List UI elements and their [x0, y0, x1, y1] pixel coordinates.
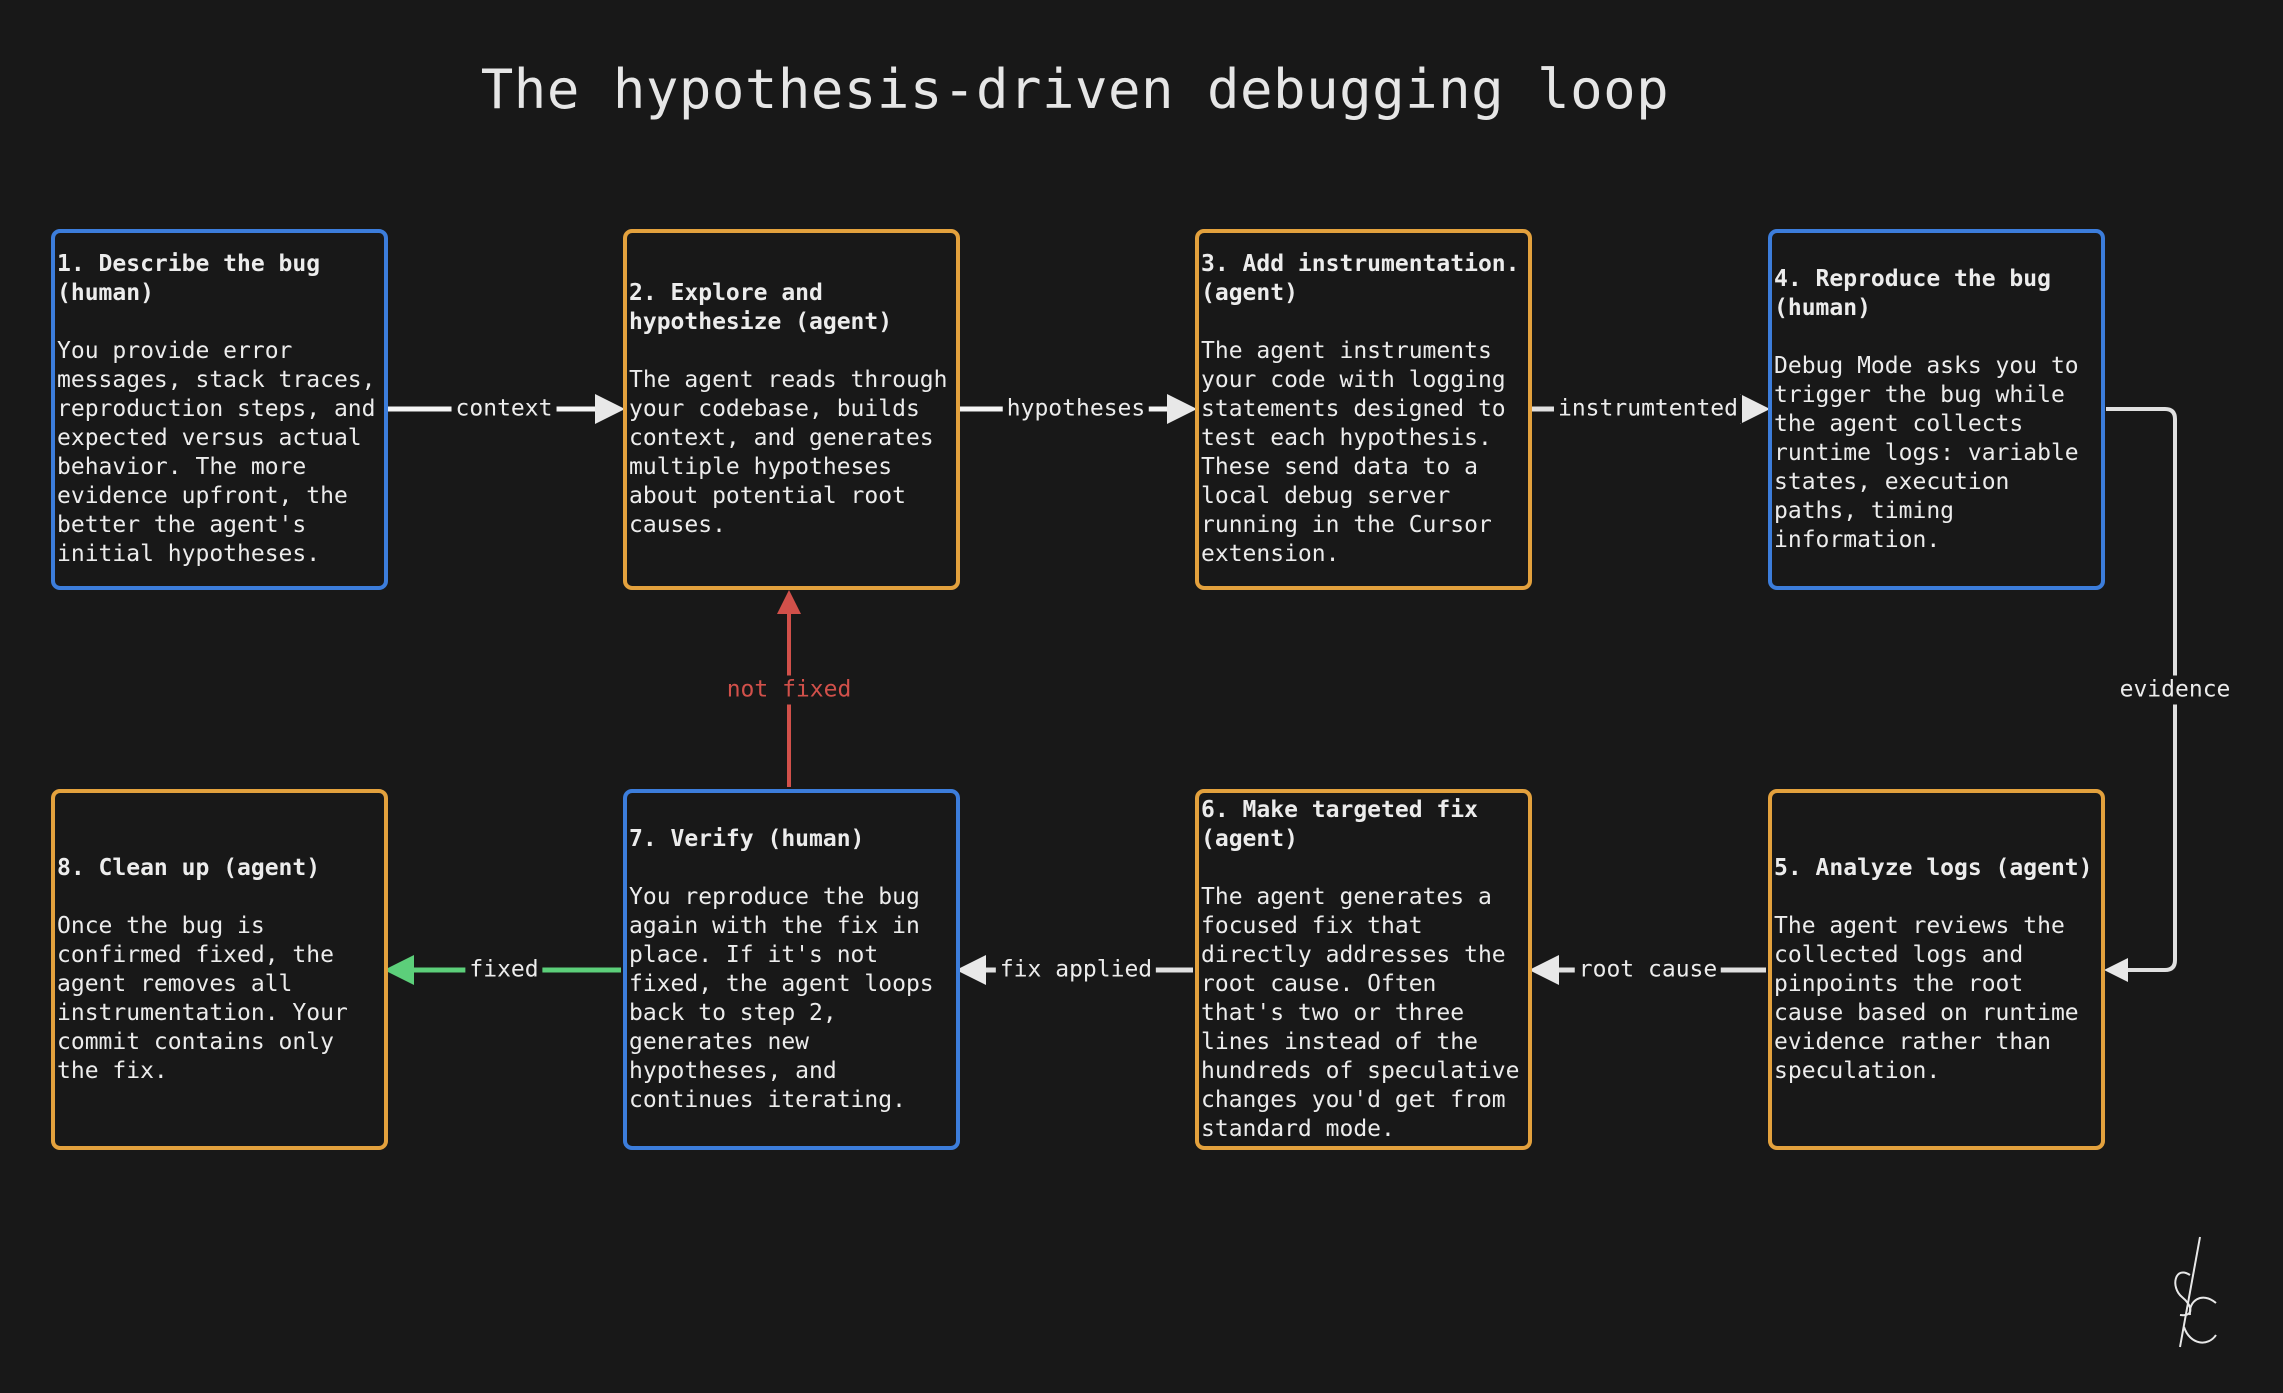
step-body-line: fixed, the agent loops [629, 970, 934, 997]
step-body-line: The agent instruments [1201, 338, 1492, 364]
step-title-line: 5. Analyze logs (agent) [1774, 854, 2093, 881]
step-body-line: states, execution [1774, 468, 2010, 495]
step-body-line: The agent reviews the [1774, 912, 2065, 939]
step-body-line: collected logs and [1774, 941, 2024, 968]
step-body-line: your codebase, builds [629, 396, 920, 422]
step-title-line: (agent) [1201, 280, 1298, 306]
step-body-line: instrumentation. Your [57, 999, 348, 1026]
step-body-line: place. If it's not [629, 941, 879, 968]
step-body-line: confirmed fixed, the [57, 941, 334, 968]
step-body-line: evidence upfront, the [57, 483, 348, 509]
signature-logo-icon [2174, 1236, 2217, 1348]
step-body-line: You reproduce the bug [629, 883, 920, 910]
step-body-line: statements designed to [1201, 396, 1506, 422]
step-body-line: back to step 2, [629, 999, 837, 1026]
step-body-line: The agent reads through [629, 367, 948, 393]
step-body-line: multiple hypotheses [629, 454, 893, 480]
step-body-line: causes. [629, 512, 726, 538]
step-body-line: continues iterating. [629, 1086, 906, 1113]
step-body-line: trigger the bug while [1774, 381, 2065, 408]
edge-label-not-fixed: not fixed [722, 675, 856, 705]
step-title-line: 3. Add instrumentation. [1201, 251, 1520, 277]
edge-label-hypotheses: hypotheses [1002, 394, 1150, 424]
step-body-line: The agent generates a [1201, 883, 1492, 910]
step-title-line: 8. Clean up (agent) [57, 854, 321, 881]
edge-label-root-cause: root cause [1574, 955, 1722, 985]
step-title-line: 2. Explore and [629, 280, 823, 306]
step-body-line: focused fix that [1201, 912, 1423, 939]
step-body-line: Debug Mode asks you to [1774, 352, 2079, 379]
step-5-analyze-logs: 5. Analyze logs (agent) The agent review… [1768, 789, 2105, 1150]
step-title-line: 7. Verify (human) [629, 825, 865, 852]
step-body-line: lines instead of the [1201, 1028, 1478, 1055]
step-title-line: (human) [57, 280, 154, 306]
step-title-line: 1. Describe the bug [57, 251, 321, 277]
step-body-line: information. [1774, 526, 1941, 553]
step-3-add-instrumentation: 3. Add instrumentation. (agent) The agen… [1195, 229, 1532, 590]
step-body-line: You provide error [57, 338, 293, 364]
step-2-explore-hypothesize: 2. Explore and hypothesize (agent) The a… [623, 229, 960, 590]
step-body-line: pinpoints the root [1774, 970, 2024, 997]
step-body-line: initial hypotheses. [57, 541, 321, 567]
edge-label-fix-applied: fix applied [995, 955, 1157, 985]
step-body-line: again with the fix in [629, 912, 920, 939]
step-title-line: 6. Make targeted fix [1201, 796, 1478, 823]
step-4-reproduce-bug: 4. Reproduce the bug (human) Debug Mode … [1768, 229, 2105, 590]
step-body-line: the fix. [57, 1057, 168, 1084]
edge-label-context: context [451, 394, 557, 424]
step-title-line: hypothesize (agent) [629, 309, 893, 335]
step-body-line: extension. [1201, 541, 1340, 567]
step-body-line: expected versus actual [57, 425, 362, 451]
step-body-line: agent removes all [57, 970, 293, 997]
step-body-line: behavior. The more [57, 454, 307, 480]
step-body-line: Once the bug is [57, 912, 265, 939]
step-body-line: hundreds of speculative [1201, 1057, 1520, 1084]
step-title-line: (human) [1774, 294, 1871, 321]
step-8-clean-up: 8. Clean up (agent) Once the bug is conf… [51, 789, 388, 1150]
step-body-line: commit contains only [57, 1028, 334, 1055]
step-body-line: your code with logging [1201, 367, 1506, 393]
step-body-line: These send data to a [1201, 454, 1478, 480]
step-body-line: standard mode. [1201, 1115, 1395, 1142]
step-body-line: paths, timing [1774, 497, 1955, 524]
step-body-line: runtime logs: variable [1774, 439, 2079, 466]
step-body-line: changes you'd get from [1201, 1086, 1506, 1113]
step-body-line: that's two or three [1201, 999, 1465, 1026]
step-7-verify: 7. Verify (human) You reproduce the bug … [623, 789, 960, 1150]
step-body-line: test each hypothesis. [1201, 425, 1492, 451]
step-title-line: 4. Reproduce the bug [1774, 265, 2051, 292]
step-body-line: reproduction steps, and [57, 396, 376, 422]
step-body-line: local debug server [1201, 483, 1451, 509]
step-1-describe-bug: 1. Describe the bug (human) You provide … [51, 229, 388, 590]
step-title-line: (agent) [1201, 825, 1298, 852]
step-6-targeted-fix: 6. Make targeted fix (agent) The agent g… [1195, 789, 1532, 1150]
edge-label-evidence: evidence [2115, 675, 2235, 705]
step-body-line: about potential root [629, 483, 906, 509]
step-body-line: generates new [629, 1028, 810, 1055]
step-body-line: hypotheses, and [629, 1057, 837, 1084]
diagram-title: The hypothesis-driven debugging loop [480, 58, 1670, 121]
step-body-line: speculation. [1774, 1057, 1941, 1084]
step-body-line: directly addresses the [1201, 941, 1506, 968]
step-body-line: evidence rather than [1774, 1028, 2051, 1055]
step-body-line: messages, stack traces, [57, 367, 376, 393]
step-body-line: cause based on runtime [1774, 999, 2079, 1026]
step-body-line: context, and generates [629, 425, 934, 451]
step-body-line: better the agent's [57, 512, 307, 538]
edge-label-fixed: fixed [465, 955, 543, 985]
step-body-line: root cause. Often [1201, 970, 1437, 997]
step-body-line: the agent collects [1774, 410, 2024, 437]
step-body-line: running in the Cursor [1201, 512, 1492, 538]
edge-label-instrumented: instrumtented [1553, 394, 1743, 424]
